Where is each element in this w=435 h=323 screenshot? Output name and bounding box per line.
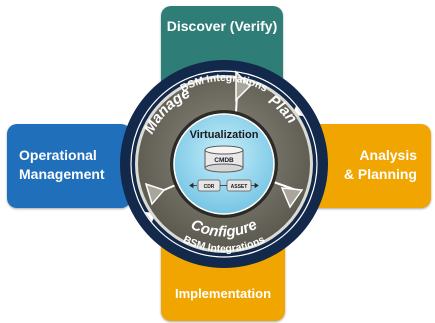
- analysis-label: Analysis: [359, 147, 417, 163]
- virtualization-title: Virtualization: [190, 129, 259, 141]
- cycle-arrow-manage-icon: [144, 182, 166, 206]
- outer-ring-line: [130, 70, 318, 258]
- cdr-label: CDR: [204, 184, 215, 190]
- discover-verify-label: Discover (Verify): [166, 18, 278, 34]
- cycle-arrow-configure-icon: [280, 187, 304, 209]
- cycle-arrow-plan-icon: [235, 70, 252, 102]
- operational-label: Operational: [19, 147, 97, 163]
- link-arrows-icon: [189, 182, 259, 189]
- cmdb-label: CMDB: [214, 157, 234, 164]
- asset-label: ASSET: [231, 184, 248, 190]
- implementation-label: Implementation: [174, 286, 272, 301]
- cmdb-cylinder-icon: [204, 145, 244, 173]
- management-label: Management: [19, 166, 105, 182]
- operational-management-card: Operational Management: [7, 124, 131, 208]
- planning-label: & Planning: [343, 166, 417, 182]
